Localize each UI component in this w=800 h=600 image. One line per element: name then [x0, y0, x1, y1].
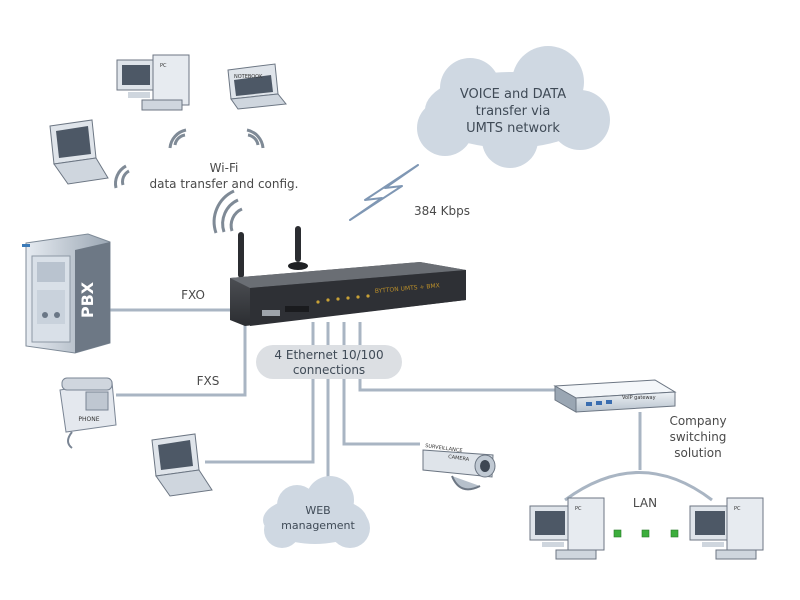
lan-arc [564, 471, 713, 502]
lan-pc-left-label: PC [575, 506, 582, 512]
gateway-switch [553, 379, 677, 413]
lan-label: LAN [633, 496, 657, 510]
notebook-top [227, 63, 287, 110]
phone-label: PHONE [78, 416, 99, 423]
camera-label-2: CAMERA [448, 454, 470, 463]
wifi-label-1: Wi-Fi [210, 161, 239, 175]
web-cloud-line-1: WEB [305, 504, 330, 517]
umts-cloud-line-2: transfer via [476, 104, 551, 119]
company-label-2: switching [670, 430, 727, 444]
web-cloud-line-2: management [281, 519, 355, 532]
umts-cloud [417, 46, 610, 168]
wifi-icon [212, 189, 243, 234]
pbx-cabinet [22, 233, 111, 354]
gateway-label: VoIP gateway [622, 395, 656, 401]
surveillance-camera [422, 449, 496, 491]
wifi-label-2: data transfer and config. [150, 177, 299, 191]
speed-label: 384 Kbps [414, 204, 470, 218]
ethernet-label-1: 4 Ethernet 10/100 [274, 348, 383, 362]
notebook-line [205, 322, 315, 464]
router [230, 262, 466, 326]
camera-label-1: SURVEILLANCE [425, 443, 463, 454]
laptop-left [49, 119, 109, 185]
desk-phone [59, 377, 117, 449]
ethernet-label-2: connections [293, 363, 365, 377]
umts-cloud-line-1: VOICE and DATA [460, 87, 566, 102]
lan-pc-right-label: PC [734, 506, 741, 512]
wifi-icon [168, 128, 187, 149]
company-label-3: solution [674, 446, 722, 460]
notebook-label: NOTEBOOK [234, 74, 263, 80]
company-label-1: Company [669, 414, 726, 428]
web-cloud [263, 476, 370, 548]
pc-top-label: PC [160, 63, 167, 69]
camera-line [342, 322, 420, 446]
lan-pc-left [529, 497, 605, 560]
fxo-label: FXO [181, 288, 205, 302]
lan-pc-right [689, 497, 764, 560]
laptop-bottom [151, 433, 213, 497]
lightning-icon [349, 164, 419, 221]
pc-top [116, 54, 190, 111]
fxs-label: FXS [197, 374, 220, 388]
gateway-line [358, 322, 555, 392]
umts-cloud-line-3: UMTS network [466, 121, 560, 136]
wifi-icon [114, 164, 130, 189]
antenna-icon [238, 226, 308, 278]
wifi-icon [246, 128, 265, 149]
ethernet-pill [256, 345, 402, 379]
fxs-line [116, 325, 247, 397]
pbx-label: PBX [78, 281, 97, 318]
lan-leds [613, 529, 679, 538]
